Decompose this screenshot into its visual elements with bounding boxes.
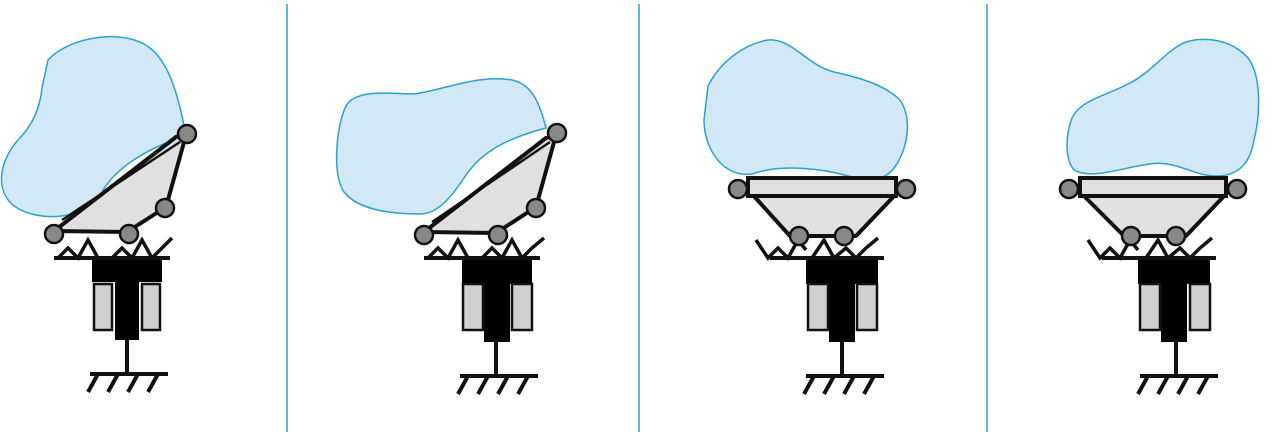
piston-right	[140, 282, 162, 332]
panel-1	[0, 35, 198, 393]
actuator-stem	[484, 280, 510, 342]
joint	[525, 197, 547, 219]
actuator-stem	[829, 280, 855, 342]
joint	[895, 178, 917, 200]
gripper-base	[54, 236, 174, 393]
joint	[546, 122, 568, 144]
joint	[1058, 178, 1080, 200]
object-blob	[1066, 38, 1260, 177]
gripper-base	[424, 236, 546, 395]
joint	[1165, 225, 1187, 247]
gripper-base	[1086, 236, 1218, 395]
gripper-pad	[746, 176, 898, 198]
panel-4	[1058, 38, 1260, 395]
ground-hatch	[86, 372, 168, 393]
joint	[413, 224, 435, 246]
actuator-stem	[115, 278, 139, 340]
joint	[1226, 178, 1248, 200]
spring-zigzag	[426, 236, 546, 261]
gripper-base	[754, 236, 884, 395]
actuator-stem	[1161, 280, 1187, 342]
spring-zigzag	[1086, 236, 1214, 261]
gripper-trapezoid	[1080, 192, 1228, 238]
ground-hatch	[1136, 374, 1218, 395]
joint	[1120, 225, 1142, 247]
piston-right	[855, 282, 879, 332]
actuator-body	[1138, 258, 1210, 284]
piston-left	[1138, 282, 1162, 332]
piston-right	[1188, 282, 1212, 332]
piston-left	[461, 282, 485, 332]
joint	[833, 225, 855, 247]
ground-hatch	[456, 374, 538, 395]
joint	[43, 223, 65, 245]
gripper-trapezoid	[750, 192, 898, 238]
joint	[727, 178, 749, 200]
joint	[154, 197, 176, 219]
actuator-body	[806, 258, 878, 284]
spring-zigzag	[56, 236, 174, 261]
joint	[176, 123, 198, 145]
object-blob	[335, 77, 547, 215]
panel-3	[703, 39, 917, 395]
joint	[118, 223, 140, 245]
spring-zigzag	[754, 236, 880, 261]
piston-left	[92, 282, 114, 332]
panel-2	[335, 77, 568, 395]
piston-right	[510, 282, 534, 332]
actuator-body	[462, 258, 532, 284]
object-blob	[703, 39, 909, 180]
joint	[788, 225, 810, 247]
link-edge	[431, 140, 551, 224]
link-edge	[61, 140, 181, 222]
piston-left	[806, 282, 830, 332]
joint	[487, 224, 509, 246]
gripper-pad	[1078, 176, 1228, 198]
ground-hatch	[802, 374, 884, 395]
